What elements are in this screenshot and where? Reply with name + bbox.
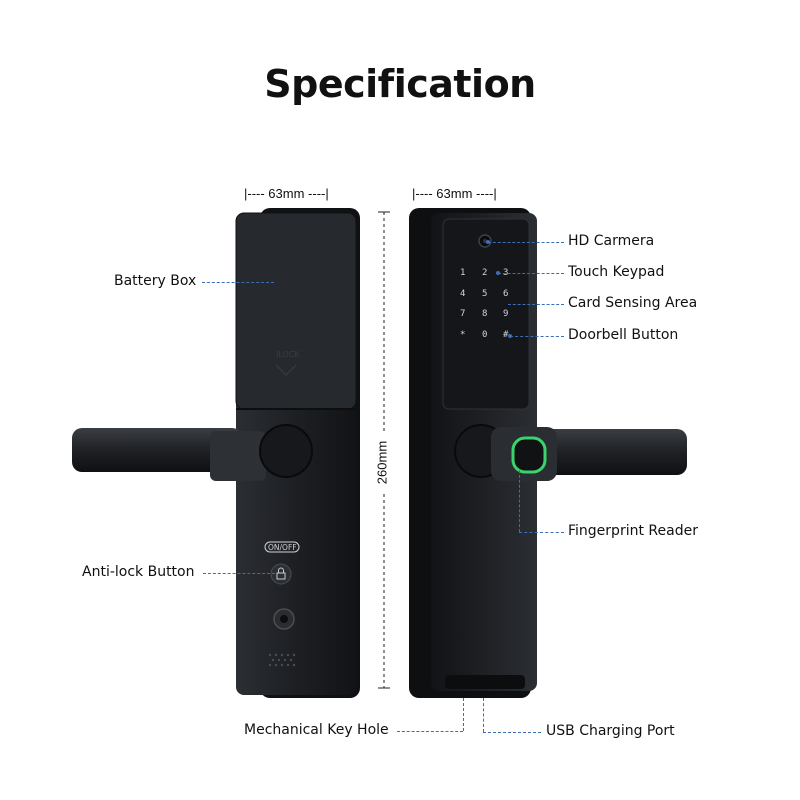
label-fingerprint-reader: Fingerprint Reader [568,523,698,539]
keypad-key-hash: # [503,330,509,340]
label-touch-keypad: Touch Keypad [568,264,665,280]
callout-line-fingerprint-h [519,532,564,533]
page-title: Specification [264,62,536,106]
callout-line-hd-camera [488,242,564,243]
height-dimension-line [378,211,390,689]
callout-line-anti-lock [203,573,275,574]
callout-dot-touch-keypad [496,271,500,275]
callout-line-key-hole-v [463,698,464,731]
keypad-key-8: 8 [482,309,488,319]
label-mechanical-key-hole: Mechanical Key Hole [244,722,389,738]
keypad-key-0: 0 [482,330,488,340]
on-off-label: ON/OFF [268,543,297,552]
callout-line-usb-h [483,732,541,733]
keypad-key-1: 1 [460,268,466,278]
keypad-key-9: 9 [503,309,509,319]
keypad-key-4: 4 [460,289,466,299]
svg-text:ILOCK: ILOCK [276,350,300,359]
label-anti-lock-button: Anti-lock Button [82,564,195,580]
label-doorbell-button: Doorbell Button [568,327,679,343]
callout-line-doorbell [510,336,564,337]
callout-line-card-sensing [508,304,564,305]
lock-back-view: ILOCK ON/OFF [72,208,360,698]
callout-line-battery-box [202,282,274,283]
lock-front-view [409,208,687,698]
callout-line-key-hole-h [397,731,463,732]
callout-line-fingerprint-v [519,470,520,532]
keypad-key-star: * [460,330,466,340]
keypad-key-5: 5 [482,289,488,299]
width-dimension-left: |---- 63mm ----| [244,186,329,201]
label-card-sensing-area: Card Sensing Area [568,295,698,311]
keypad-key-2: 2 [482,268,488,278]
label-hd-camera: HD Carmera [568,233,655,249]
label-battery-box: Battery Box [114,273,197,289]
label-usb-charging-port: USB Charging Port [546,723,675,739]
keypad-key-6: 6 [503,289,509,299]
callout-line-touch-keypad [498,273,564,274]
callout-line-usb-v [483,698,484,732]
width-dimension-right: |---- 63mm ----| [412,186,497,201]
height-dimension-label: 260mm [374,432,390,493]
callout-dot-hd-camera [486,240,490,244]
keypad-key-7: 7 [460,309,466,319]
callout-dot-doorbell [508,334,512,338]
